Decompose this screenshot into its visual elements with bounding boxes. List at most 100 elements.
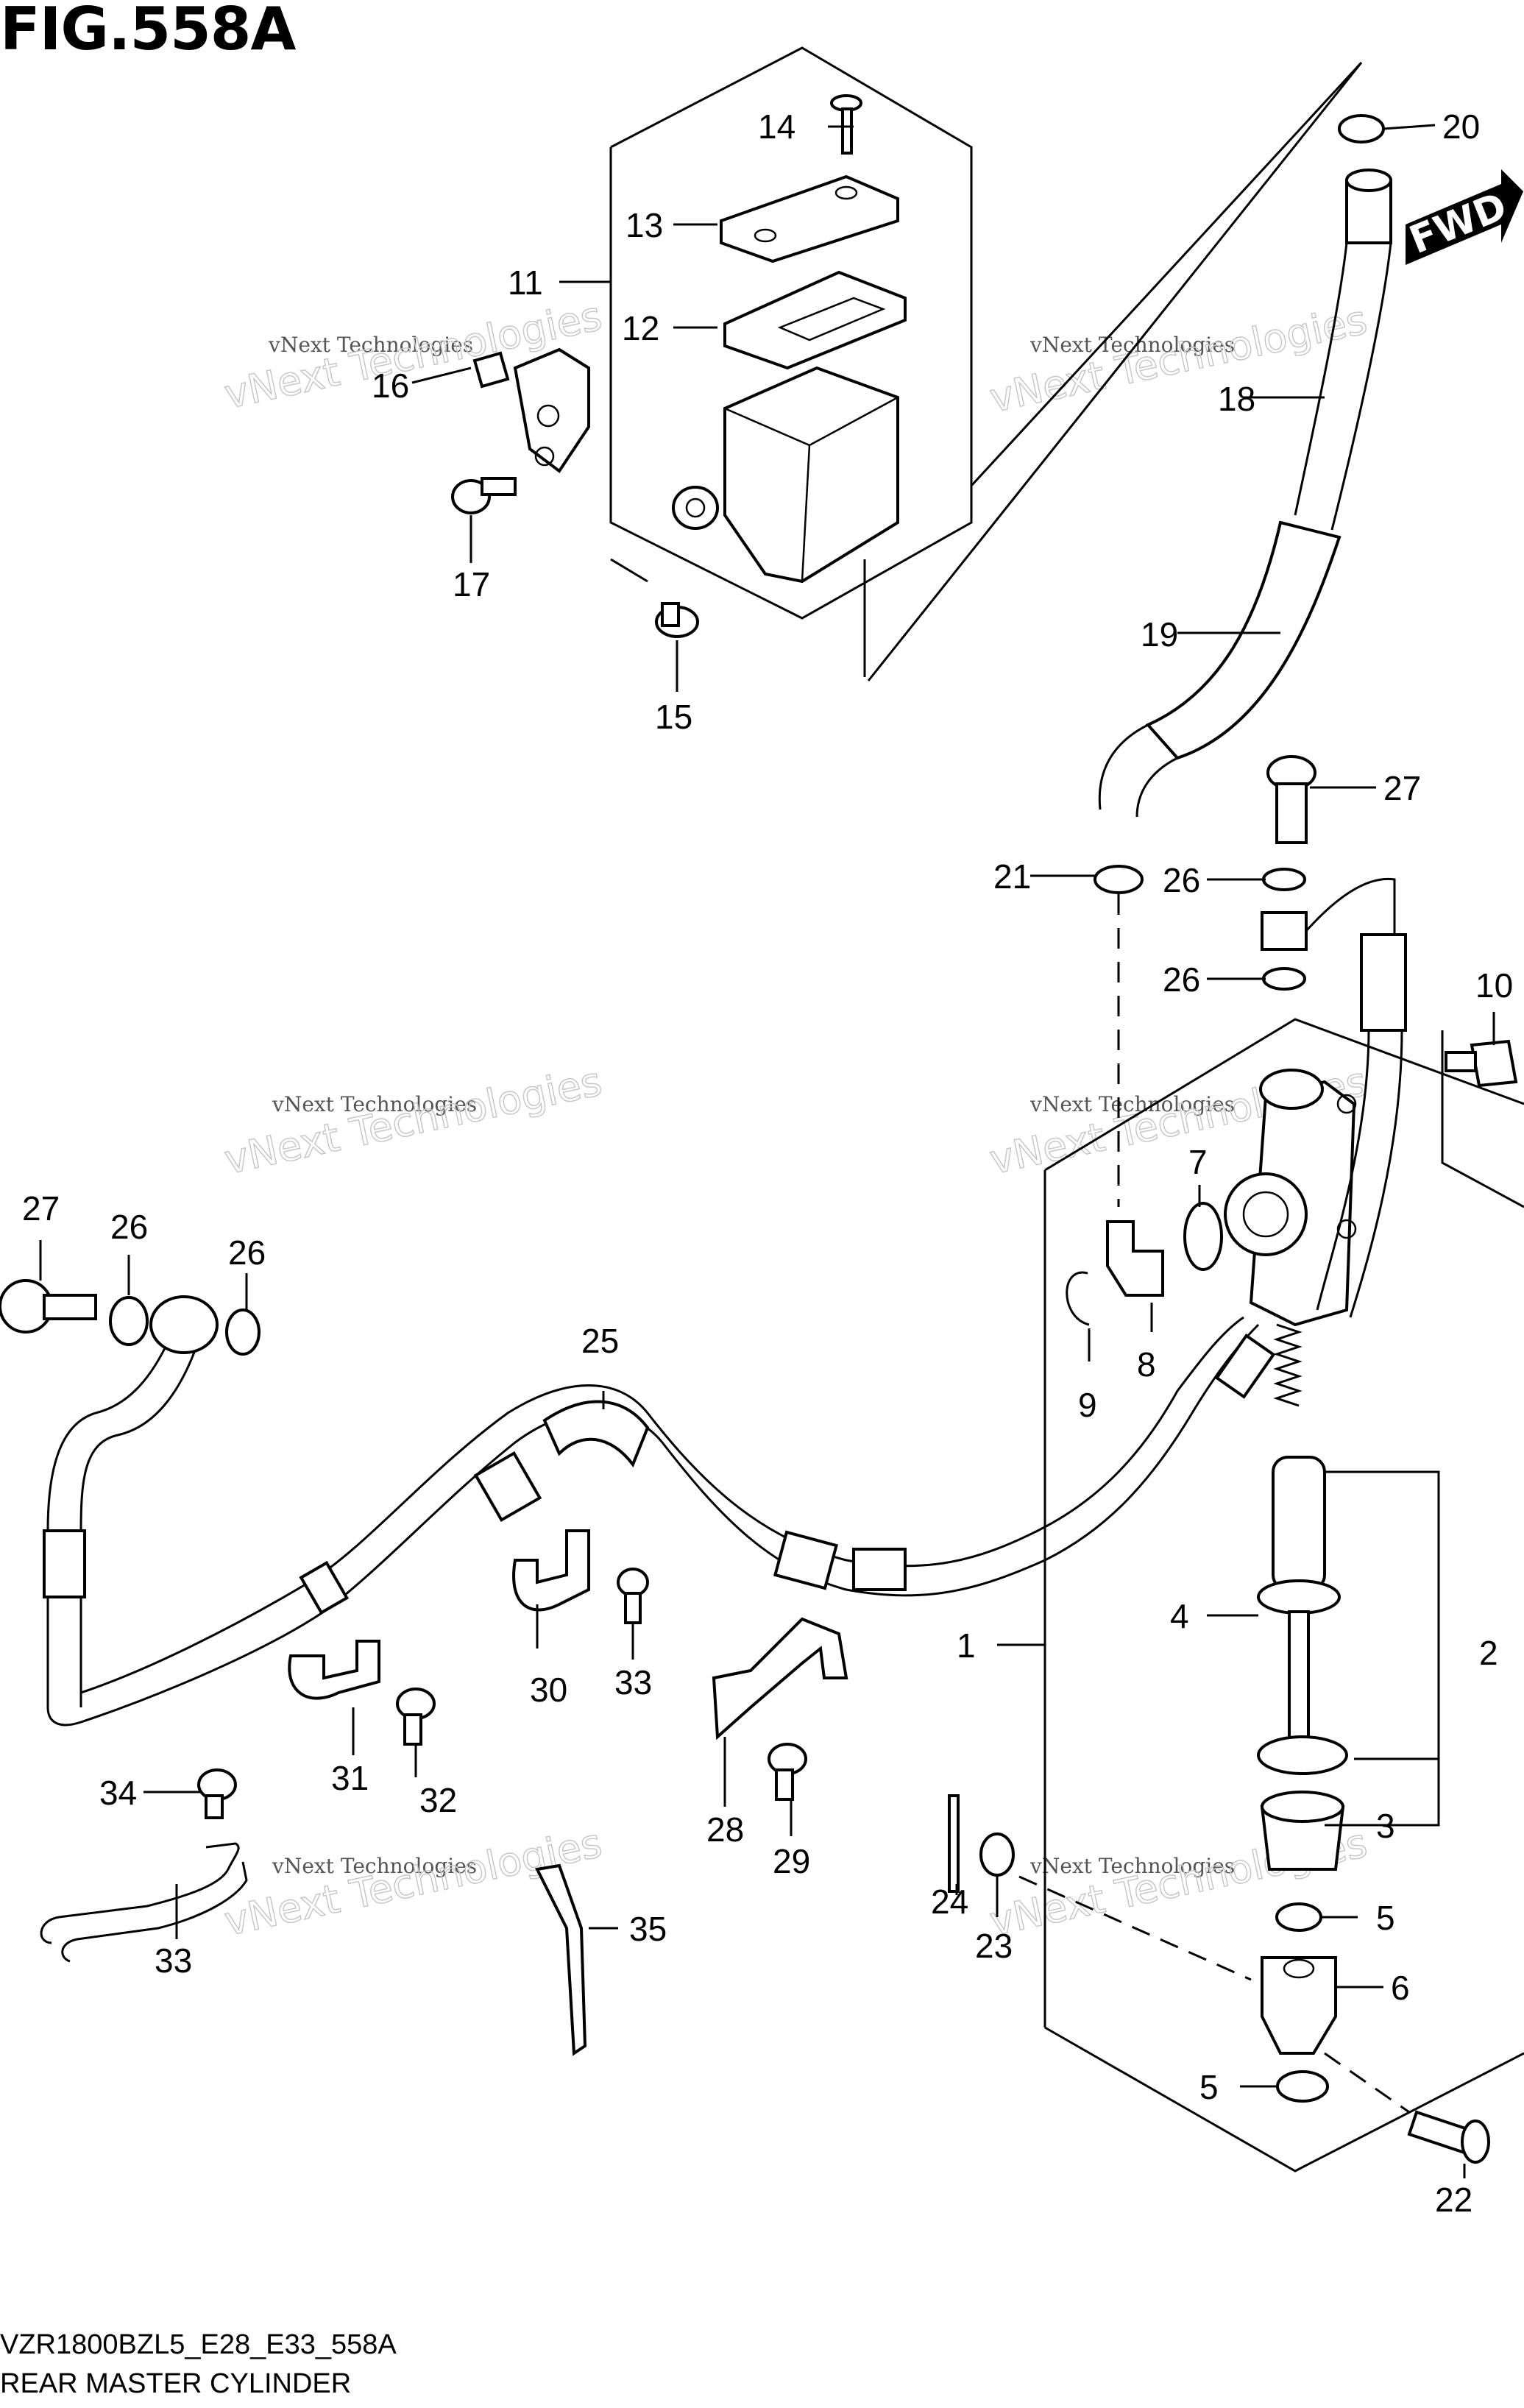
hose-protector [1145,520,1342,760]
nut-part [472,351,510,389]
model-code: VZR1800BZL5_E28_E33_558A [0,2329,397,2360]
reservoir-bracket [451,347,590,514]
nut-part [1275,1902,1322,1932]
brake-pipe [1316,1030,1370,1311]
callout-label: 31 [331,1759,369,1797]
callout-label: 26 [1163,960,1200,999]
leader-line [970,61,1363,487]
assembly-outline [1441,1030,1524,1208]
brake-pipe [1349,1030,1403,1318]
hose-line [1135,757,1178,818]
leader-lines [39,124,1495,2178]
clevis-pin-head [1461,2120,1490,2164]
callout-label: 30 [530,1671,567,1709]
dashed-leader [1324,2052,1410,2114]
callout-label: 5 [1376,1899,1395,1937]
watermark-text: vNext Technologies [272,1092,477,1116]
callout-label: 22 [1435,2181,1472,2219]
washer-part [1262,967,1306,991]
hose-clamp-bracket [512,1529,590,1612]
callout-label: 11 [508,263,543,302]
clamps-and-fasteners [40,1529,848,2056]
wire-clip [40,1842,240,1944]
assembly-outline [610,558,648,583]
callout-label: 10 [1475,966,1513,1005]
figure-title: FIG.558A [0,0,296,63]
callout-label: 26 [228,1233,266,1272]
callout-label: 3 [1376,1807,1395,1845]
watermark-text: vNext Technologies [1029,1092,1235,1116]
callout-label: 6 [1391,1969,1410,2007]
washer-part [225,1309,261,1356]
watermark-text: vNext Technologies [986,297,1372,422]
reservoir-edge [801,445,811,582]
banjo-fitting [149,1295,219,1354]
hose-line [79,1350,196,1707]
hose-line [80,1316,1244,1694]
banjo-fitting [1261,911,1308,951]
callout-label: 16 [372,366,409,405]
washer-part [1262,868,1306,891]
return-spring [1273,1323,1303,1407]
callout-label: 35 [629,1910,667,1948]
bracket-part [513,347,590,473]
union-bolt-shank [43,1294,97,1320]
dashed-leader [1018,1875,1252,1981]
bolt-part [451,479,491,514]
callout-label: 34 [99,1774,137,1812]
callout-label: 8 [1137,1345,1156,1384]
callout-label: 17 [453,565,490,603]
hose-clamp [1338,114,1385,144]
reservoir-cap-hole [754,228,777,243]
hose-line [1098,723,1149,810]
callout-labels: 14 13 12 11 15 16 17 18 19 20 21 27 26 2… [22,107,1513,2219]
callout-label: 25 [581,1322,619,1360]
callout-label: 12 [622,309,659,347]
hose-protector [542,1400,650,1468]
hose-line [1294,242,1348,516]
cylinder-port-hole [1242,1191,1289,1238]
callout-label: 32 [419,1781,457,1819]
cotter-pin [948,1794,960,1893]
bolt-part [617,1568,649,1597]
callout-label: 13 [625,206,663,244]
clevis-hole [1283,1958,1315,1979]
watermark-text: vNext Technologies [1029,1854,1235,1878]
assembly-outline [1044,2026,1524,2172]
bolt-part [403,1713,422,1746]
brake-pipe [1305,877,1396,938]
hose-line [46,1323,1260,1727]
callout-label: 28 [706,1810,744,1849]
bracket-hole [536,404,560,428]
hose-line [46,1346,167,1707]
callout-label: 5 [1199,2068,1219,2106]
assembly-outline [609,46,973,620]
watermark-text: vNext Technologies [272,1854,477,1878]
leader-line [867,62,1363,681]
push-rod [1288,1610,1310,1753]
group-bracket [1325,1470,1440,1827]
fwd-arrow [1406,169,1523,265]
hose-line [1330,242,1392,531]
pipe-fitting [1360,933,1407,1032]
watermark-text: vNext Technologies [268,333,473,357]
reservoir-mount-tab [672,486,719,530]
hose-sleeve [299,1560,350,1615]
reservoir-cap-hole [834,185,858,200]
callout-label: 33 [614,1663,652,1701]
reservoir-cap [720,174,899,263]
diaphragm-inner [777,297,886,341]
callout-label: 29 [773,1842,810,1880]
washer-part [109,1296,149,1346]
bolt-part [205,1794,224,1819]
hose-fitting [1214,1334,1276,1399]
callout-label: 33 [155,1941,192,1980]
o-ring [1183,1202,1223,1271]
brake-hose [0,1279,1276,1727]
rod-end-clevis [1261,1956,1337,2055]
cylinder-side-port [1224,1172,1308,1256]
boot-top [1261,1791,1344,1823]
bracket-hole [534,446,555,467]
hose-end [1345,169,1392,192]
